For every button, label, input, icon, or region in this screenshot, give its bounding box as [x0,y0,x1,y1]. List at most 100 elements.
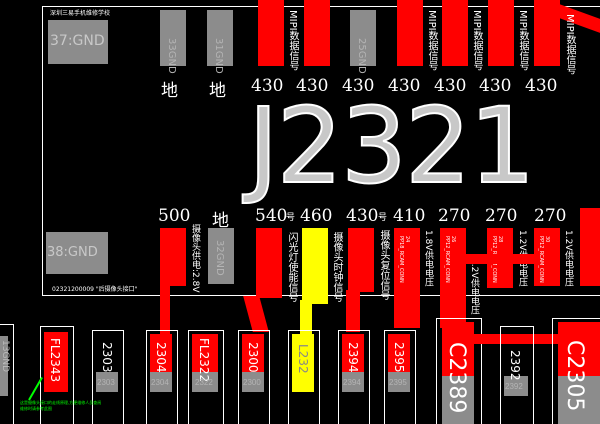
bottom-value-5: 430 [346,206,379,226]
label-cam-clock: 摄像头时钟信号 [331,232,342,302]
pad-32-gnd[interactable] [208,228,234,284]
pad-right-edge[interactable] [580,208,600,286]
component-c2389-pad[interactable] [442,322,474,378]
component-2304-tag: 2304 [151,378,169,387]
component-l232-pad[interactable] [292,334,314,392]
pad-top-430-5[interactable] [488,0,514,66]
mipi-label-2: MIPI数据信号 [426,10,437,71]
label-supply-18v: 1.8V供电电压 [423,230,433,287]
component-2300-pad-b[interactable] [242,372,264,392]
footer-note: 02321200009 "后摄像头接口" [52,286,138,293]
component-c2389-outline [436,318,482,424]
component-2300-pad[interactable] [242,334,264,374]
component-2394-pad-b[interactable] [342,372,364,392]
top-value-7: 430 [434,76,467,96]
pad-bottom-540[interactable] [256,228,282,298]
component-l232-outline [288,330,320,424]
pad-33-gnd-label: 33GND [166,38,177,74]
component-2304-pad[interactable] [150,334,172,374]
pad-32-gnd-label: 32GND [214,240,225,276]
component-2304-pad-b[interactable] [150,372,172,392]
pad-25-gnd[interactable] [350,10,376,66]
trace-540 [243,296,269,332]
component-l232-label: L232 [296,344,310,374]
bottom-value-8: 270 [485,206,518,226]
bottom-value-3: 540 [255,206,288,226]
pad-bottom-410[interactable] [394,228,420,328]
bottom-value-2: 地 [212,211,229,231]
component-2395-outline [384,330,416,424]
left-edge-label: 13GND [0,340,10,373]
component-c2305-pad-b[interactable] [558,376,600,424]
pad-top-430-2[interactable] [304,0,330,66]
component-2395-label: 2395 [392,342,406,373]
component-2395-pad-b[interactable] [388,372,410,392]
top-value-5: 430 [342,76,375,96]
component-c2305-pad[interactable] [558,322,600,378]
trace-c2389 [474,334,600,344]
mipi-label-4: MIPI数据信号 [517,10,528,71]
component-2394-label: 2394 [346,342,360,373]
component-c2305-label: C2305 [562,340,587,412]
bottom-value-4: 460 [300,206,333,226]
component-2392-pad[interactable] [504,376,528,396]
component-2394-outline [338,330,370,424]
bottom-value-7: 270 [438,206,471,226]
pad-bottom-430[interactable] [348,228,374,292]
trace-460 [300,300,312,336]
pad-bottom-460[interactable] [302,228,328,304]
pad-31-gnd-label: 31GND [213,38,224,74]
top-value-8: 430 [479,76,512,96]
component-2300-tag: 2300 [243,378,261,387]
pad-top-430-4[interactable] [442,0,468,66]
label-cam-reset: 摄像头复位信号 [378,230,389,300]
component-fl2322-pad-b[interactable] [192,372,218,392]
component-2392-tag: 2392 [505,382,523,391]
pad-top-430-1[interactable] [258,0,284,66]
connector-name: J2321 [247,85,536,207]
component-fl2322-label: FL2322 [197,338,211,383]
pad-31-gnd[interactable] [207,10,233,66]
pad-38-gnd-label: 38:GND [47,245,98,260]
component-2304-outline [146,330,178,424]
pad-top-430-3[interactable] [397,0,423,66]
label-supply-12v-a: 1.2V供电电压 [469,258,479,315]
component-2300-label: 2300 [246,342,260,373]
component-2395-tag: 2395 [389,378,407,387]
net-label-26: 26 PP12_RCAM_CONN [444,236,456,283]
pad-38-gnd[interactable] [46,232,108,274]
component-2395-pad[interactable] [388,334,410,374]
label-supply-12v-c: 1.2V供电电压 [563,230,573,287]
component-fl2343-pad[interactable] [44,332,68,392]
bottom-value-9: 270 [534,206,567,226]
top-value-2: 地 [209,81,226,101]
component-fl2343-outline [40,326,74,424]
trace-270-bridge [466,254,556,264]
top-value-4: 430 [296,76,329,96]
component-c2389-pad-b[interactable] [442,376,474,424]
left-edge-pad[interactable] [0,336,8,396]
label-cam-supply: 摄像头供电:2.8V [190,224,200,293]
pad-bottom-270-3[interactable] [534,228,560,286]
pad-33-gnd[interactable] [160,10,186,66]
net-label-24: 24 PP18_RCAM_CONN [398,236,410,283]
pad-37-gnd[interactable] [48,20,108,64]
component-2303-tag: 2303 [97,378,115,387]
mipi-label-3: MIPI数据信号 [471,10,482,71]
label-flash-enable: 闪光灯使能信号 [286,232,297,302]
header-note: 深圳三易手机维修学校 [50,10,111,17]
bottom-value-6: 410 [393,206,426,226]
top-value-3: 430 [251,76,284,96]
component-2394-pad[interactable] [342,334,364,374]
component-2303-pad[interactable] [96,372,118,392]
net-label-30: 30 PP12_RCAM_CONN [538,236,550,283]
pad-bottom-270-1[interactable] [440,228,466,328]
component-2304-label: 2304 [154,342,168,373]
pad-bottom-500[interactable] [160,228,186,286]
trace-430 [346,290,360,332]
component-fl2343-label: FL2343 [48,338,62,383]
top-value-6: 430 [388,76,421,96]
component-c2305-outline [552,318,600,424]
bottom-value-5-suffix: 号 [378,212,388,222]
